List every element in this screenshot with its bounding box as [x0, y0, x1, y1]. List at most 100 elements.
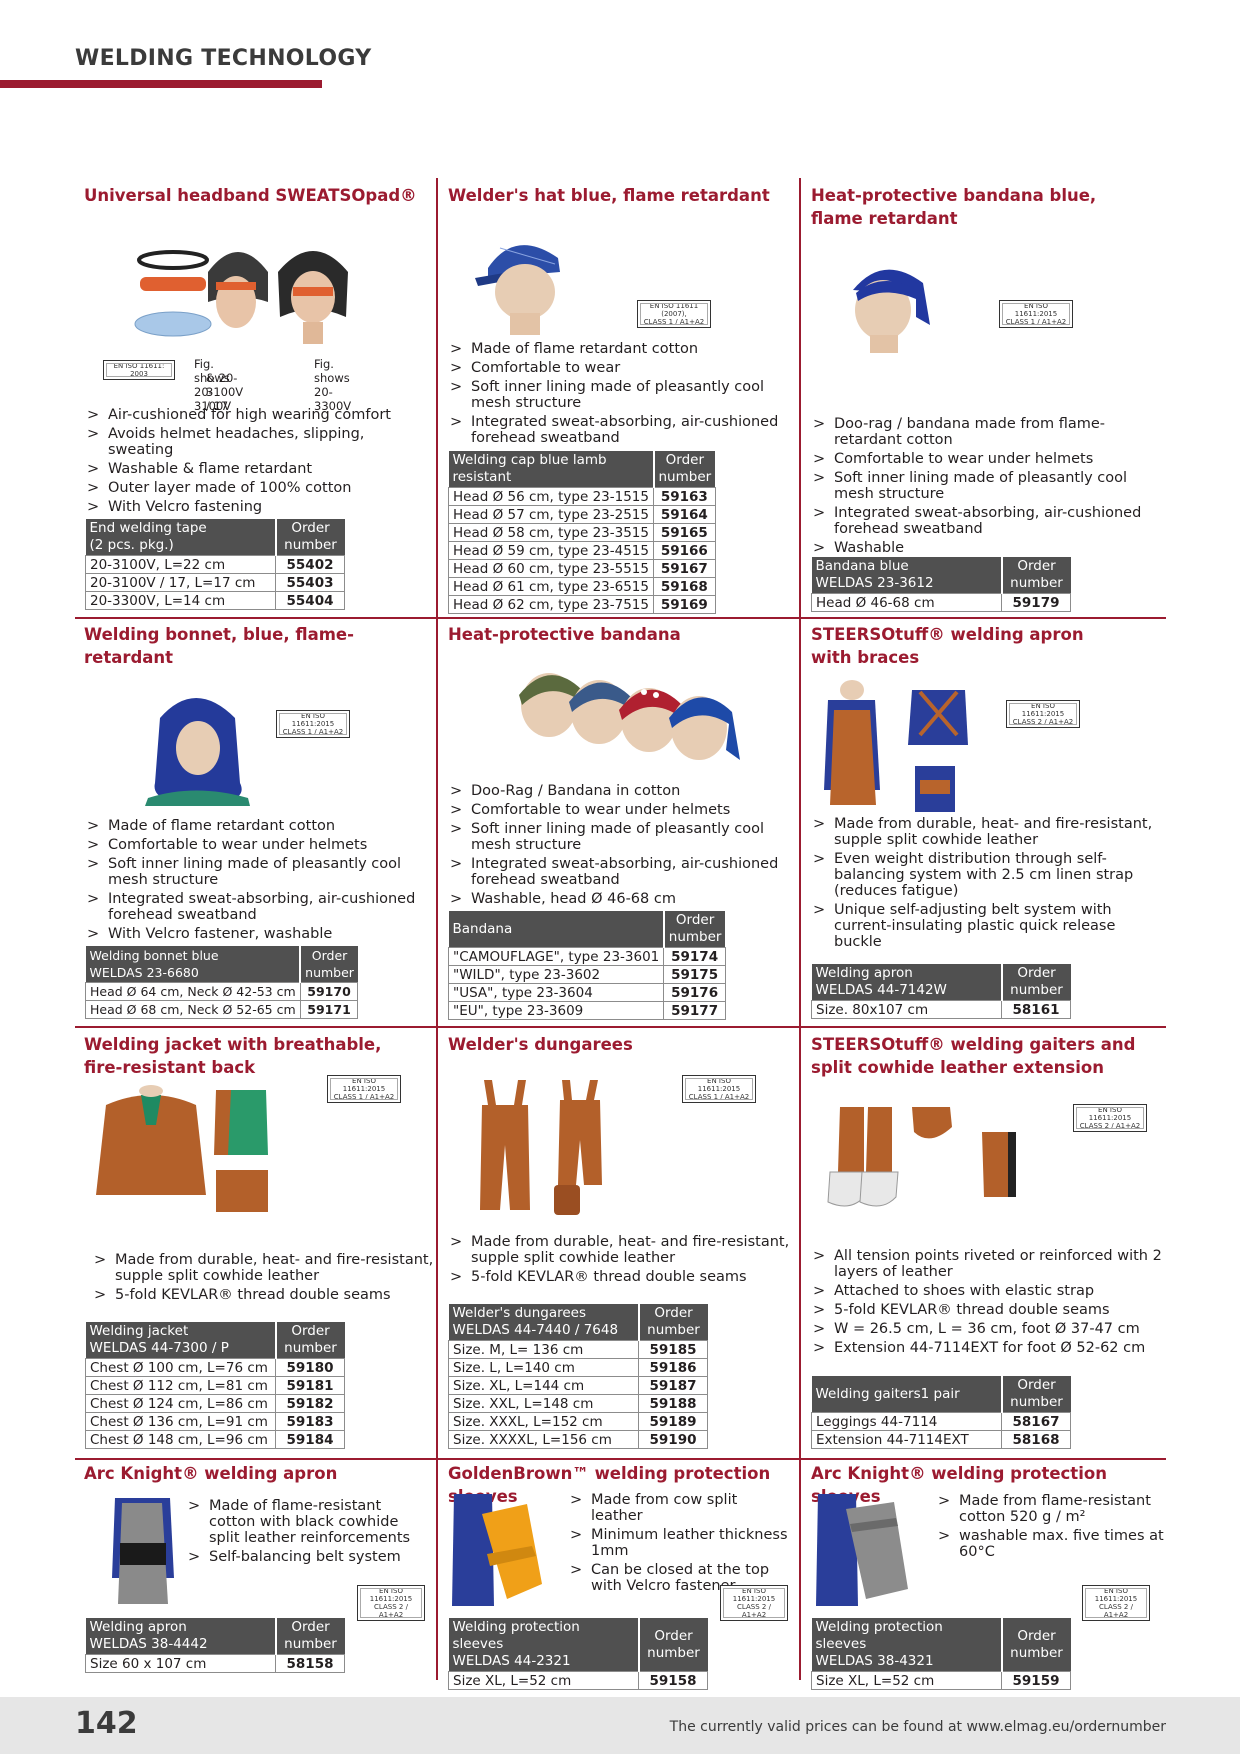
feature-list: Made from durable, heat- and fire-resist… [448, 1234, 793, 1288]
feature-item: W = 26.5 cm, L = 36 cm, foot Ø 37-47 cm [811, 1321, 1166, 1337]
row-divider [75, 1458, 1166, 1460]
feature-item: Integrated sweat-absorbing, air-cushione… [448, 856, 793, 888]
row-divider [75, 1026, 1166, 1028]
feature-item: Even weight distribution through self-ba… [811, 851, 1166, 899]
feature-item: Doo-Rag / Bandana in cotton [448, 783, 793, 799]
figure-caption: Fig. shows 20-3100V [194, 357, 232, 413]
feature-list: Made of flame retardant cotton Comfortab… [85, 818, 430, 945]
feature-item: Washable, head Ø 46-68 cm [448, 891, 793, 907]
feature-item: Integrated sweat-absorbing, air-cushione… [448, 414, 793, 446]
certification-badge: EN ISO 11611:2003 [103, 360, 175, 380]
feature-item: Made from cow split leather [568, 1492, 793, 1524]
feature-list: All tension points riveted or reinforced… [811, 1248, 1166, 1359]
welding-jacket-image [96, 1085, 268, 1212]
product-title: Welding bonnet, blue, flame-retardant [84, 625, 354, 667]
feature-item: 5-fold KEVLAR® thread double seams [92, 1287, 437, 1303]
feature-item: Made of flame retardant cotton [448, 341, 793, 357]
feature-item: Extension 44-7114EXT for foot Ø 52-62 cm [811, 1340, 1166, 1356]
feature-list: Made from durable, heat- and fire-resist… [92, 1252, 437, 1306]
feature-item: Minimum leather thickness 1mm [568, 1527, 793, 1559]
product-title: Heat-protective bandana [448, 625, 681, 644]
feature-item: Comfortable to wear under helmets [448, 802, 793, 818]
section-title: WELDING TECHNOLOGY [75, 46, 372, 71]
welding-gaiters-image [827, 1107, 1016, 1207]
arc-knight-sleeves-image [816, 1494, 908, 1606]
welding-apron-image [824, 680, 968, 812]
figure-caption: Fig. shows 20-3300V [314, 357, 352, 413]
feature-item: Comfortable to wear under helmets [85, 837, 430, 853]
arc-knight-apron-image [112, 1498, 174, 1604]
feature-list: Made from cow split leather Minimum leat… [568, 1492, 793, 1597]
feature-list: Doo-rag / bandana made from flame-retard… [811, 416, 1166, 559]
feature-list: Air-cushioned for high wearing comfort A… [85, 407, 430, 518]
feature-list: Made of flame-resistant cotton with blac… [186, 1498, 426, 1568]
feature-item: Made from durable, heat- and fire-resist… [448, 1234, 793, 1266]
feature-item: Attached to shoes with elastic strap [811, 1283, 1166, 1299]
feature-item: Air-cushioned for high wearing comfort [85, 407, 430, 423]
product-title: Heat-protective bandana blue,flame retar… [811, 186, 1097, 228]
feature-item: Soft inner lining made of pleasantly coo… [448, 821, 793, 853]
feature-item: Made from flame-resistant cotton 520 g /… [936, 1493, 1166, 1525]
product-title: Arc Knight® welding apron [84, 1464, 338, 1483]
product-title: Universal headband SWEATSOpad® [84, 186, 417, 205]
page-footer [0, 1697, 1240, 1754]
welding-bonnet-image [145, 698, 250, 806]
feature-list: Made of flame retardant cotton Comfortab… [448, 341, 793, 449]
headband-product-image [134, 250, 348, 344]
column-divider [436, 178, 438, 1680]
feature-item: With Velcro fastener, washable [85, 926, 430, 942]
column-divider [799, 178, 801, 1680]
bandana-patterns-image [519, 673, 740, 760]
footer-note: The currently valid prices can be found … [669, 1719, 1166, 1735]
feature-item: Can be closed at the top with Velcro fas… [568, 1562, 793, 1594]
feature-item: Integrated sweat-absorbing, air-cushione… [811, 505, 1166, 537]
feature-item: Integrated sweat-absorbing, air-cushione… [85, 891, 430, 923]
feature-item: Soft inner lining made of pleasantly coo… [811, 470, 1166, 502]
certification-badge: EN ISO 11611 (2007),CLASS 1 / A1+A2 [637, 300, 711, 328]
product-title: Welder's hat blue, flame retardant [448, 186, 770, 205]
feature-list: Made from flame-resistant cotton 520 g /… [936, 1493, 1166, 1563]
feature-item: Outer layer made of 100% cotton [85, 480, 430, 496]
dungarees-image [480, 1080, 602, 1215]
section-title-bar [0, 80, 322, 88]
feature-list: Made from durable, heat- and fire-resist… [811, 816, 1166, 953]
goldenbrown-sleeves-image [452, 1494, 542, 1606]
